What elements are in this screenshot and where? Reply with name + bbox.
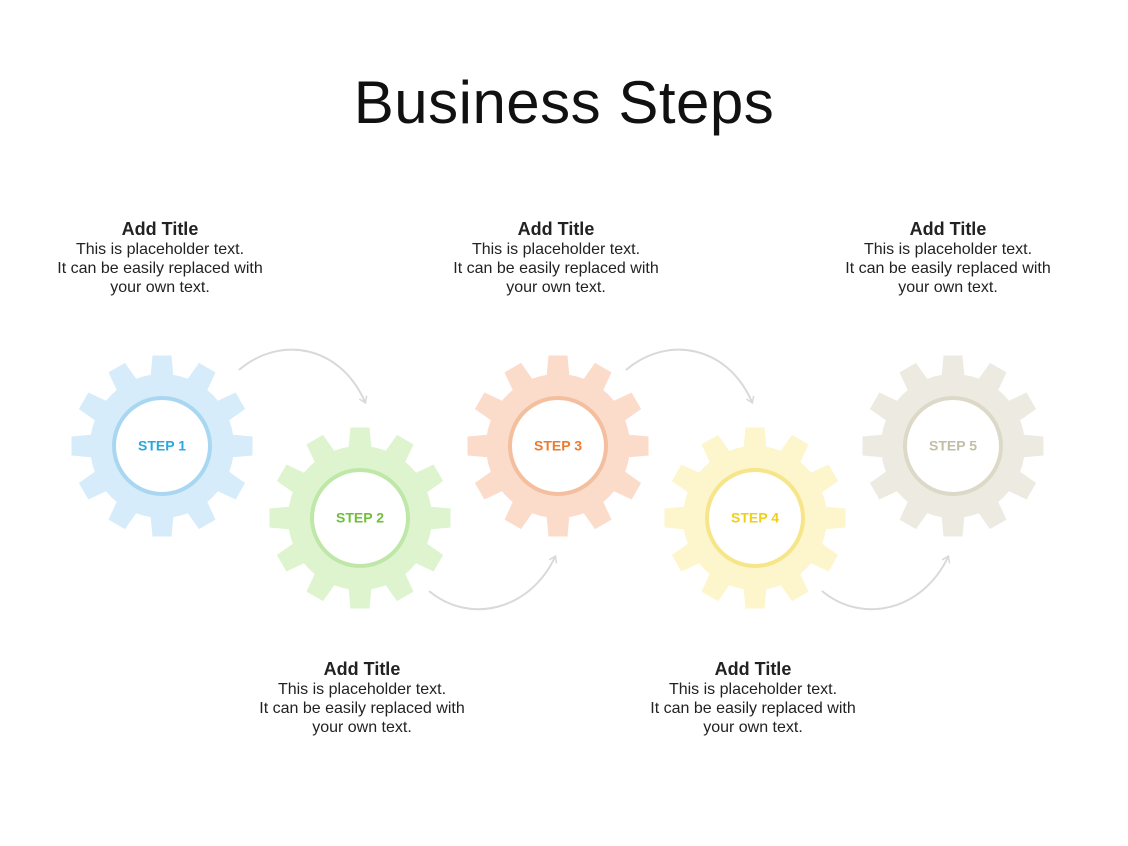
step-1-line-3: your own text.: [110, 279, 210, 296]
step-gear-3: STEP 3: [467, 355, 649, 537]
connector-arrow-4-5: [821, 554, 951, 611]
gear-hub: [903, 396, 1003, 496]
gear-hub: [112, 396, 212, 496]
step-4-line-3: your own text.: [703, 719, 803, 736]
step-5-text: Add Title This is placeholder text. It c…: [818, 219, 1078, 297]
gear-hub: [508, 396, 608, 496]
step-label-4: STEP 4: [731, 510, 779, 526]
step-2-line-2: It can be easily replaced with: [259, 700, 465, 717]
step-3-line-1: This is placeholder text.: [471, 241, 641, 258]
step-label-1: STEP 1: [138, 438, 186, 454]
connector-arrow-2-3: [428, 554, 558, 611]
step-2-title: Add Title: [323, 659, 401, 679]
step-3-line-3: your own text.: [506, 279, 606, 296]
step-1-title: Add Title: [121, 219, 199, 239]
step-1-line-1: This is placeholder text.: [75, 241, 245, 258]
step-4-text: Add Title This is placeholder text. It c…: [623, 659, 883, 737]
step-1-line-2: It can be easily replaced with: [57, 260, 263, 277]
step-2-line-3: your own text.: [312, 719, 412, 736]
gear-hub: [705, 468, 805, 568]
step-3-title: Add Title: [517, 219, 595, 239]
step-4-title: Add Title: [714, 659, 792, 679]
step-label-5: STEP 5: [929, 438, 977, 454]
step-5-line-1: This is placeholder text.: [863, 241, 1033, 258]
connector-arrow-3-4: [625, 348, 755, 405]
connector-arrow-1-2: [238, 348, 368, 405]
step-3-text: Add Title This is placeholder text. It c…: [426, 219, 686, 297]
step-1-text: Add Title This is placeholder text. It c…: [30, 219, 290, 297]
step-3-line-2: It can be easily replaced with: [453, 260, 659, 277]
step-4-line-1: This is placeholder text.: [668, 681, 838, 698]
step-5-line-3: your own text.: [898, 279, 998, 296]
step-gear-2: STEP 2: [269, 427, 451, 609]
step-2-text: Add Title This is placeholder text. It c…: [232, 659, 492, 737]
step-4-line-2: It can be easily replaced with: [650, 700, 856, 717]
step-gear-5: STEP 5: [862, 355, 1044, 537]
step-2-line-1: This is placeholder text.: [277, 681, 447, 698]
step-label-2: STEP 2: [336, 510, 384, 526]
step-gear-1: STEP 1: [71, 355, 253, 537]
step-5-line-2: It can be easily replaced with: [845, 260, 1051, 277]
gear-hub: [310, 468, 410, 568]
step-gear-4: STEP 4: [664, 427, 846, 609]
step-label-3: STEP 3: [534, 438, 582, 454]
step-5-title: Add Title: [909, 219, 987, 239]
page-title: Business Steps: [353, 69, 775, 136]
